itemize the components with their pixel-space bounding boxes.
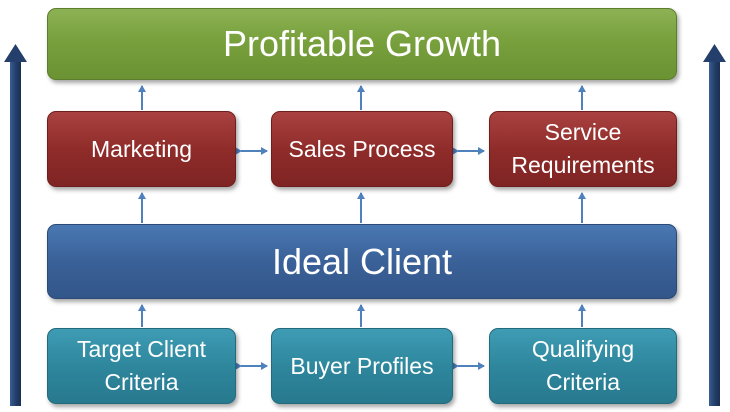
service-label-line1: Service — [544, 119, 622, 145]
buyer-profiles-label: Buyer Profiles — [290, 352, 434, 379]
left-side-arrow — [4, 44, 27, 406]
profitable-growth-box: Profitable Growth — [47, 8, 677, 80]
target-label-line1: Target Client — [76, 336, 207, 362]
qualifying-label-line2: Criteria — [545, 369, 621, 395]
buyer-profiles-box: Buyer Profiles — [271, 328, 453, 404]
service-label-line2: Requirements — [511, 152, 655, 178]
profitable-growth-label: Profitable Growth — [222, 23, 502, 64]
target-client-criteria-box: Target Client Criteria — [47, 328, 236, 404]
marketing-label: Marketing — [91, 135, 192, 162]
qualifying-label-line1: Qualifying — [531, 336, 635, 362]
marketing-box: Marketing — [47, 111, 236, 187]
target-label-line2: Criteria — [104, 369, 179, 395]
qualifying-criteria-box: Qualifying Criteria — [489, 328, 677, 404]
ideal-client-label: Ideal Client — [271, 240, 453, 282]
right-side-arrow — [703, 44, 726, 406]
ideal-client-box: Ideal Client — [47, 224, 677, 299]
sales-process-label: Sales Process — [288, 135, 436, 162]
sales-process-box: Sales Process — [271, 111, 453, 187]
service-requirements-box: Service Requirements — [489, 111, 677, 187]
